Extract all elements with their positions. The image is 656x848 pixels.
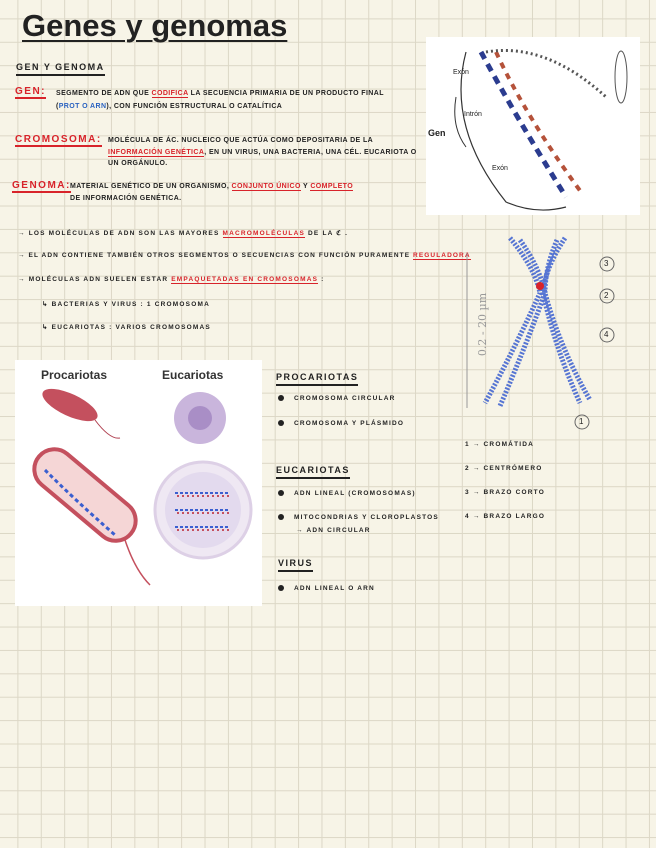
virus-heading: Virus <box>278 558 314 572</box>
dna-label-intron: Intrón <box>464 111 482 118</box>
page-title: Genes y genomas <box>22 8 288 43</box>
virus-item: ADN lineal o ARN <box>278 585 375 592</box>
bullet-2: → el ADN contiene también otros segmento… <box>18 252 471 260</box>
dna-label-exon-2: Exón <box>492 165 508 172</box>
chromosome-scale: 0.2 - 20 µm <box>476 292 490 357</box>
legend-item-2: 2 → centrómero <box>465 465 543 472</box>
subbullet-2: ↳ eucariotas : varios cromosomas <box>42 324 211 331</box>
genoma-definition-line2: de información genética. <box>70 195 182 202</box>
term-gen: GEN: <box>15 86 46 99</box>
eucariotas-item: mitocondrias y cloroplastos <box>278 514 439 521</box>
chromosome-marker-1: 1 <box>579 417 584 426</box>
cell-comparison-figure: Procariotas Eucariotas <box>15 360 262 606</box>
dna-gene-figure: Exón Intrón Gen Exón <box>426 37 640 215</box>
chromosome-illustration <box>466 236 615 430</box>
legend-item-3: 3 → brazo corto <box>465 489 545 496</box>
procariotas-item: cromosoma y plásmido <box>278 420 404 427</box>
chromosome-marker-2: 2 <box>604 291 609 300</box>
term-genoma: GENOMA: <box>12 180 71 193</box>
cromosoma-definition-line2: información genética, en un virus, una b… <box>108 149 417 157</box>
eucariotas-subitem: → ADN circular <box>296 527 371 534</box>
dna-label-exon: Exón <box>453 69 469 76</box>
procariotas-heading: Procariotas <box>276 372 359 386</box>
chromosome-marker-4: 4 <box>604 330 609 339</box>
dna-helix-illustration <box>454 48 628 211</box>
procariotas-item: cromosoma circular <box>278 395 396 402</box>
eucariotas-item: ADN lineal (cromosomas) <box>278 490 416 497</box>
chromosome-figure: 0.2 - 20 µm 3 2 4 1 <box>465 228 625 433</box>
gen-definition-line1: segmento de ADN que codifica la secuenci… <box>56 90 384 98</box>
term-cromosoma: CROMOSOMA: <box>15 134 102 147</box>
bullet-1: → los moléculas de ADN son las mayores m… <box>18 230 349 238</box>
subbullet-1: ↳ bacterias y virus : 1 cromosoma <box>42 301 210 308</box>
cromosoma-definition-line1: molécula de ác. nucleico que actúa como … <box>108 137 374 144</box>
label-procariotas: Procariotas <box>41 368 108 382</box>
bullet-3: → moléculas ADN suelen estar empaquetada… <box>18 276 325 284</box>
chromosome-marker-3: 3 <box>604 259 609 268</box>
gen-definition-line2: (prot o ARN), con función estructural o … <box>56 103 283 110</box>
cell-illustrations <box>32 388 253 586</box>
cromosoma-definition-line3: un orgánulo. <box>108 160 168 167</box>
legend-item-1: 1 → cromátida <box>465 441 535 448</box>
section-heading: Gen y genoma <box>16 62 105 76</box>
genoma-definition-line1: material genético de un organismo, conju… <box>70 183 354 191</box>
eucariotas-heading: Eucariotas <box>276 465 350 479</box>
legend-item-4: 4 → brazo largo <box>465 513 546 520</box>
dna-label-gen: Gen <box>428 128 446 138</box>
label-eucariotas: Eucariotas <box>162 368 224 382</box>
